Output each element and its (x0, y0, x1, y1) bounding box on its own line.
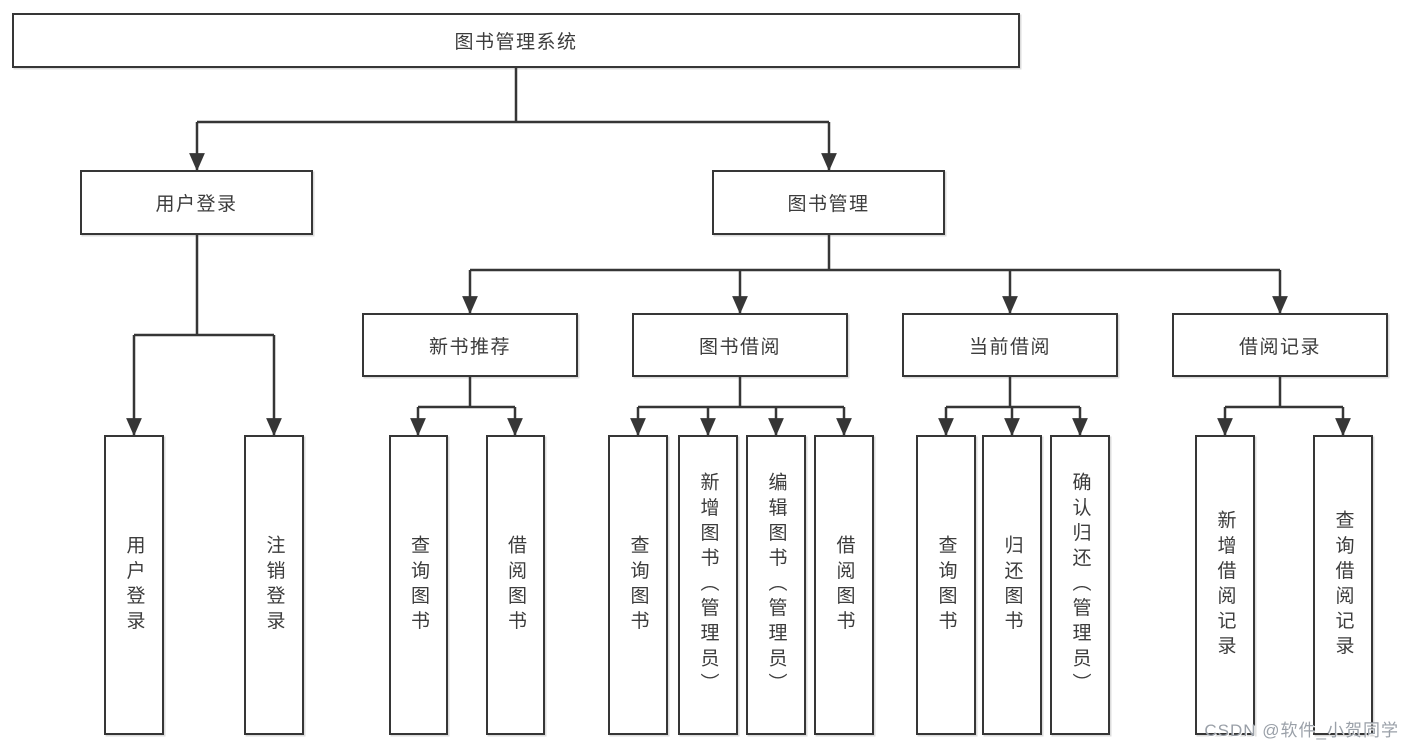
csdn-watermark: CSDN @软件_小贺同学 (1204, 721, 1399, 740)
node-book-management-branch: 图书管理 (712, 170, 945, 235)
node-label: 查询图书 (408, 534, 429, 636)
node-leaf-edit-books-admin: 编辑图书（管理员） (746, 435, 806, 735)
node-leaf-query-books-3: 查询图书 (916, 435, 976, 735)
node-leaf-add-books-admin: 新增图书（管理员） (678, 435, 738, 735)
node-label: 图书管理系统 (454, 32, 578, 53)
node-label: 借阅记录 (1238, 336, 1321, 358)
node-label: 查询图书 (627, 534, 649, 636)
node-new-book-recommendation: 新书推荐 (362, 313, 578, 377)
node-leaf-query-books-2: 查询图书 (608, 435, 668, 735)
node-label: 图书管理 (787, 194, 870, 215)
node-label: 编辑图书（管理员） (765, 472, 787, 698)
node-label: 图书借阅 (698, 336, 781, 358)
node-leaf-return-books: 归还图书 (982, 435, 1042, 735)
node-label: 用户登录 (123, 534, 145, 636)
node-label: 查询借阅记录 (1332, 509, 1354, 661)
node-current-borrowing: 当前借阅 (902, 313, 1118, 377)
node-label: 用户登录 (155, 194, 238, 215)
node-label: 查询图书 (935, 534, 957, 636)
node-leaf-query-borrow-record: 查询借阅记录 (1313, 435, 1373, 735)
node-library-management-system: 图书管理系统 (12, 13, 1020, 68)
node-label: 当前借阅 (968, 336, 1051, 358)
node-label: 归还图书 (1001, 534, 1023, 636)
node-label: 新增图书（管理员） (697, 472, 719, 698)
node-leaf-confirm-return-admin: 确认归还（管理员） (1050, 435, 1110, 735)
node-label: 新书推荐 (428, 336, 511, 358)
node-borrowing-records: 借阅记录 (1172, 313, 1388, 377)
node-label: 新增借阅记录 (1214, 509, 1236, 661)
node-book-borrowing: 图书借阅 (632, 313, 848, 377)
node-leaf-user-login: 用户登录 (104, 435, 164, 735)
node-user-login-branch: 用户登录 (80, 170, 313, 235)
node-label: 借阅图书 (833, 534, 855, 636)
node-leaf-borrow-books-1: 借阅图书 (486, 435, 545, 735)
node-leaf-query-books-1: 查询图书 (389, 435, 448, 735)
node-leaf-add-borrow-record: 新增借阅记录 (1195, 435, 1255, 735)
node-leaf-logout: 注销登录 (244, 435, 304, 735)
node-leaf-borrow-books-2: 借阅图书 (814, 435, 874, 735)
node-label: 确认归还（管理员） (1069, 472, 1091, 698)
node-label: 注销登录 (263, 534, 285, 636)
node-label: 借阅图书 (505, 534, 526, 636)
